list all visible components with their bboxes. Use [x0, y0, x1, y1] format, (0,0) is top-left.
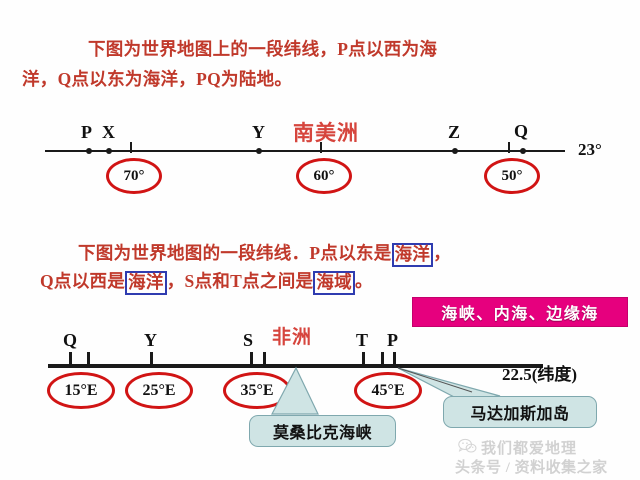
diagram1-point-x-dot: [106, 148, 112, 154]
diagram2-tick-15e: [87, 352, 90, 367]
diagram2-continent-label: 非洲: [272, 327, 313, 348]
diagram1-tick-60: [320, 142, 322, 153]
watermark: 我们都爱地理 头条号 / 资料收集之家: [455, 437, 640, 479]
question2-term-haiyang-1: 海洋: [391, 243, 434, 267]
diagram2-tick-y: [150, 352, 153, 367]
callout-mozambique-channel: 莫桑比克海峡: [249, 415, 396, 447]
diagram1-degree-60: 60°: [296, 158, 352, 194]
diagram1-point-q-dot: [520, 148, 526, 154]
diagram2-label-t: T: [356, 330, 369, 350]
diagram2-label-y: Y: [144, 330, 157, 350]
question1-line1: 下图为世界地图上的一段纬线，P点以西为海: [88, 39, 438, 59]
diagram1-point-y-dot: [256, 148, 262, 154]
question2-seg1: 下图为世界地图的一段纬线．P点以东是: [78, 243, 392, 263]
diagram2-tick-t: [362, 352, 365, 367]
question2-line1: 下图为世界地图的一段纬线．P点以东是海洋，: [78, 240, 451, 267]
diagram1-label-q: Q: [514, 121, 529, 141]
question2-seg5: 。: [354, 271, 373, 291]
diagram1-label-z: Z: [448, 122, 461, 142]
diagram1-axis: [45, 150, 565, 152]
diagram2-axis: [48, 364, 543, 368]
diagram2-end-label: 22.5(纬度): [502, 365, 578, 384]
diagram1-point-p-dot: [86, 148, 92, 154]
diagram2-label-q: Q: [63, 330, 78, 350]
diagram2-label-p: P: [387, 330, 398, 350]
wechat-icon: [458, 438, 477, 453]
diagram2-tick-q: [69, 352, 72, 367]
diagram1-point-z-dot: [452, 148, 458, 154]
diagram1-label-p: P: [81, 122, 92, 142]
diagram1-tick-70: [130, 142, 132, 153]
diagram2-tick-s: [250, 352, 253, 367]
question2-line2: Q点以西是海洋，S点和T点之间是海域。: [40, 268, 373, 295]
question2-seg4: ，S点和T点之间是: [166, 271, 314, 291]
question2-term-haiyang-2: 海洋: [125, 271, 167, 295]
diagram1-continent-label: 南美洲: [293, 121, 359, 145]
answer-bar: 海峡、内海、边缘海: [412, 297, 628, 327]
diagram2-tick-p: [393, 352, 396, 367]
diagram2-degree-45e: 45°E: [354, 372, 422, 409]
diagram1-label-y: Y: [252, 122, 265, 142]
diagram1-degree-70: 70°: [106, 158, 162, 194]
diagram2-degree-35e: 35°E: [223, 372, 291, 409]
watermark-top-text: 我们都爱地理: [481, 441, 578, 457]
diagram2-degree-25e: 25°E: [125, 372, 193, 409]
watermark-bottom-text: 头条号 / 资料收集之家: [455, 460, 608, 476]
diagram1-label-x: X: [102, 122, 115, 142]
question2-term-haiyu: 海域: [313, 271, 355, 295]
diagram2-tick-45e: [381, 352, 384, 367]
question2-seg2: ，: [433, 243, 452, 263]
diagram2-label-s: S: [243, 330, 254, 350]
diagram1-tick-50: [508, 142, 510, 153]
diagram2-degree-15e: 15°E: [47, 372, 115, 409]
diagram2-tick-35e: [263, 352, 266, 367]
question2-seg3: Q点以西是: [40, 271, 126, 291]
callout-madagascar-island: 马达加斯加岛: [443, 396, 597, 428]
diagram1-end-label: 23°: [578, 140, 602, 159]
question1-line2: 洋，Q点以东为海洋，PQ为陆地。: [22, 69, 293, 89]
diagram1-degree-50: 50°: [484, 158, 540, 194]
